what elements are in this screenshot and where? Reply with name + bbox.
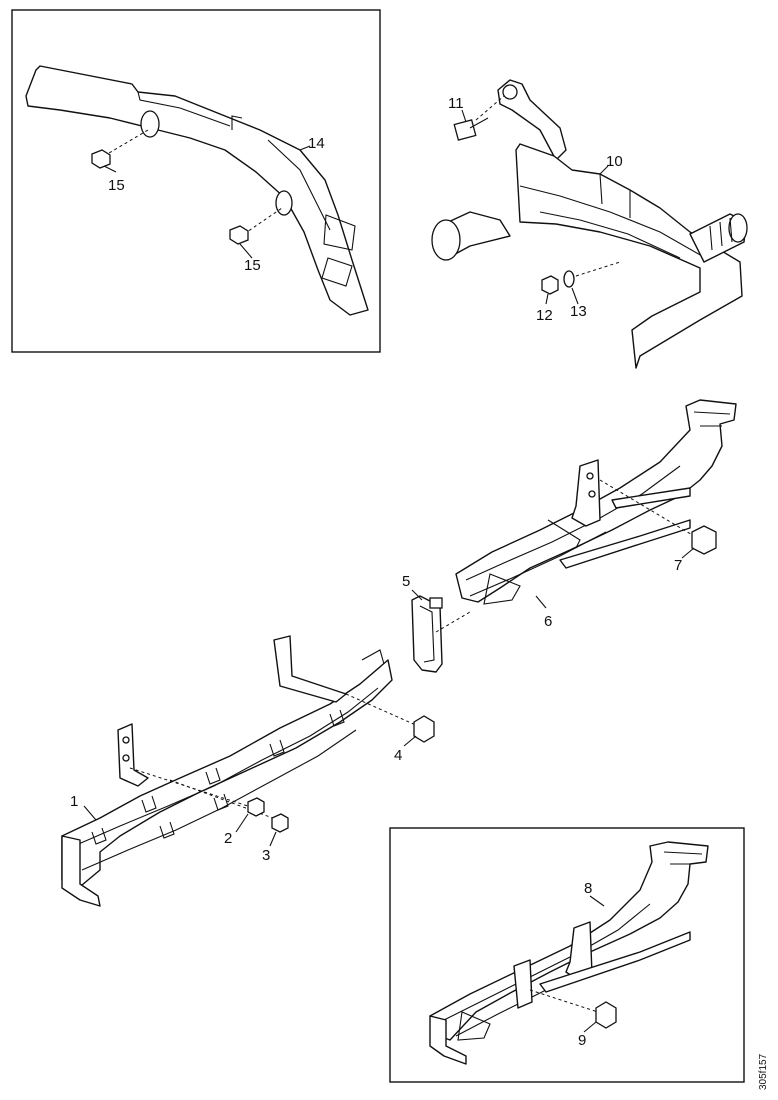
flange-nut-4 [413, 715, 435, 743]
front-heat-shield-1 [61, 659, 393, 891]
u-clamp-5 [411, 595, 443, 673]
nut-15-upper [91, 149, 111, 169]
callout-15-upper: 15 [108, 177, 125, 194]
figure-reference-code: 305f157 [758, 1053, 769, 1090]
callout-8: 8 [584, 880, 592, 897]
nut-15-lower [229, 225, 249, 245]
callout-4: 4 [394, 747, 402, 764]
inset-frame-bottom-right [389, 827, 745, 1083]
callout-6: 6 [544, 613, 552, 630]
callout-11: 11 [448, 95, 464, 112]
flange-nut-9 [595, 1001, 617, 1029]
flange-nut-7 [691, 525, 717, 555]
callout-3: 3 [262, 847, 270, 864]
callout-1: 1 [70, 793, 78, 810]
callout-12: 12 [536, 307, 553, 324]
stud-lower [275, 190, 293, 216]
rear-shield-assembly [431, 79, 748, 369]
front-bracket [117, 723, 149, 787]
stud-upper [140, 110, 160, 138]
main-exploded-view [61, 399, 737, 907]
callout-5: 5 [402, 573, 410, 590]
callout-13: 13 [570, 303, 587, 320]
rear-heat-shield-6 [455, 399, 737, 603]
rear-bracket [571, 459, 601, 527]
callout-10: 10 [606, 153, 623, 170]
mid-bracket [273, 635, 347, 703]
callout-2: 2 [224, 830, 232, 847]
callout-7: 7 [674, 557, 682, 574]
nut-12 [541, 275, 559, 295]
nut-3 [271, 813, 289, 833]
bolt-11 [453, 119, 477, 141]
washer-13 [563, 270, 575, 288]
hanger-bracket [497, 79, 567, 161]
inset-alternative-rear-shield [389, 827, 745, 1083]
callout-labels: 1 2 3 4 5 6 7 8 9 10 11 12 13 14 15 15 [70, 95, 682, 1049]
callout-15-lower: 15 [244, 257, 261, 274]
nut-2 [247, 797, 265, 817]
callout-14: 14 [308, 135, 325, 152]
inset-frame-top-left [11, 9, 381, 353]
heat-shield-front-14 [25, 65, 369, 316]
inset-heat-shield-detail [11, 9, 381, 353]
callout-9: 9 [578, 1032, 586, 1049]
